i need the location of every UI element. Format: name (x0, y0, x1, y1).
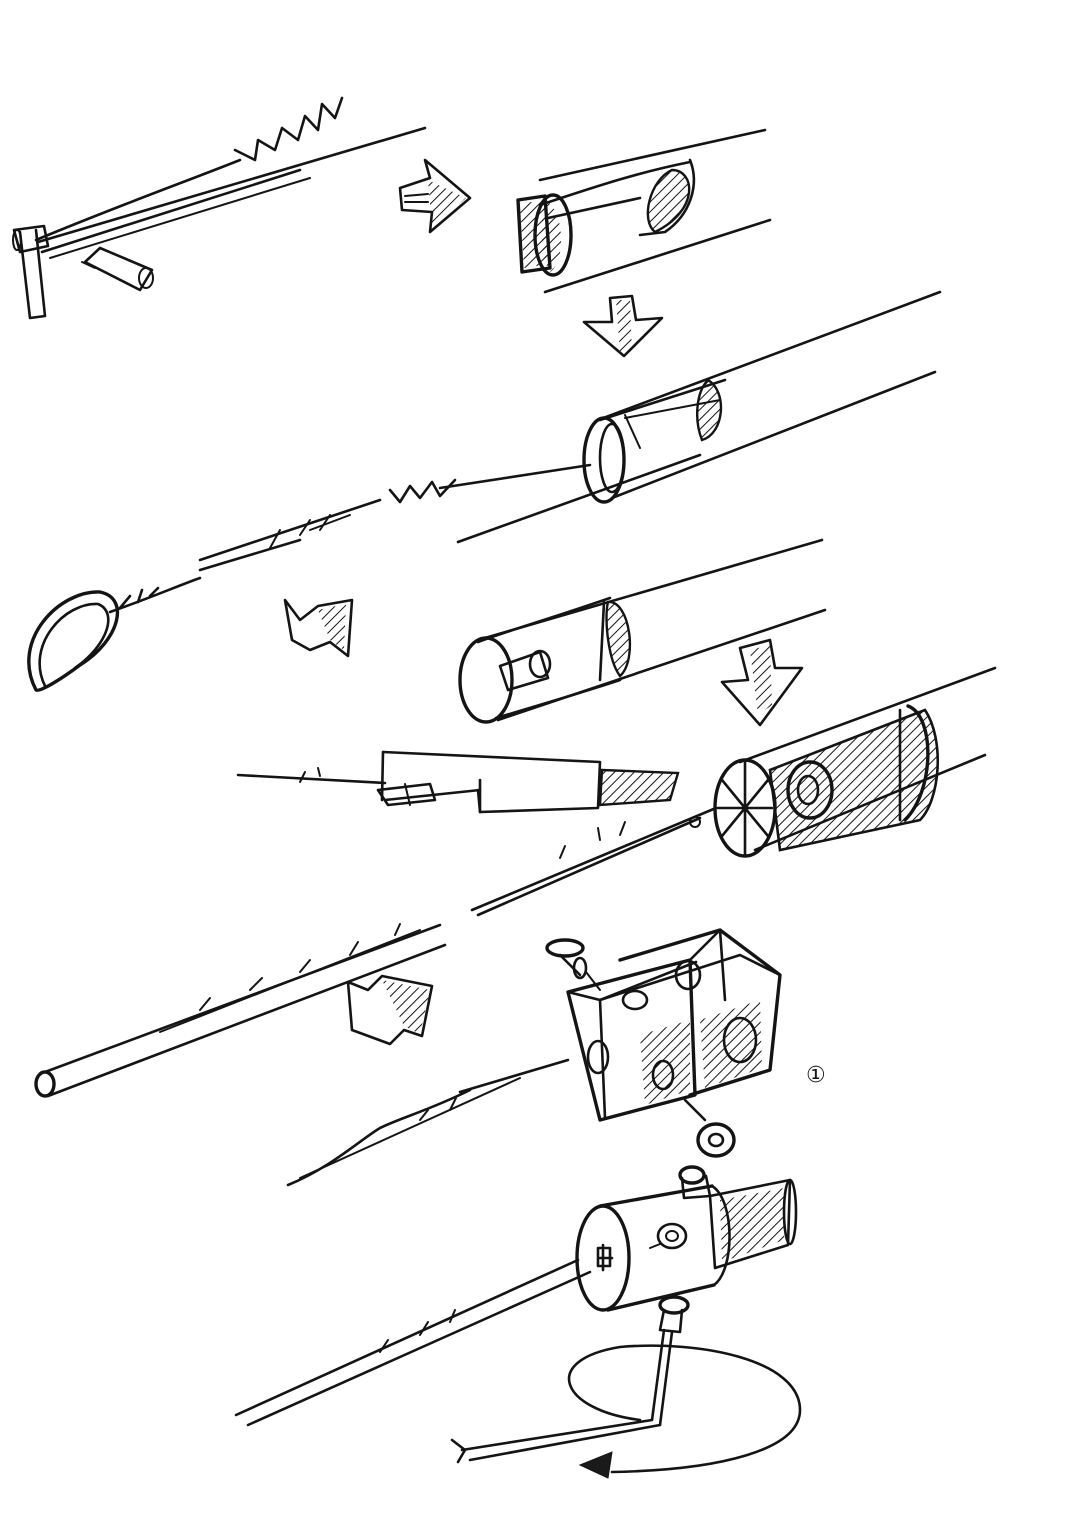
sketch-tube-with-clip (198, 290, 942, 562)
arrow-step-8-to-9 (346, 974, 434, 1046)
sketch-capped-tube (458, 538, 827, 724)
step-marker-text: ① (806, 1063, 826, 1088)
sketch-block-with-pins (286, 928, 782, 1187)
step-marker: ① (806, 1063, 826, 1088)
arrow-step-5-to-6 (720, 638, 804, 727)
arrow-step-4-to-5 (283, 598, 354, 658)
sketch-long-rod (34, 923, 447, 1098)
sketch-clip-bracket (516, 128, 772, 294)
sketch-wire-through-sleeve (236, 750, 680, 814)
arrow-step-2-to-3 (582, 294, 664, 358)
sketch-wire-loop-end (27, 514, 351, 692)
sketch-cylinder-with-crank (234, 1165, 802, 1479)
sketch-barbed-wire-with-pin (12, 96, 427, 320)
arrow-step-1-to-2 (398, 158, 472, 234)
sketch-hatched-spool (470, 666, 997, 917)
